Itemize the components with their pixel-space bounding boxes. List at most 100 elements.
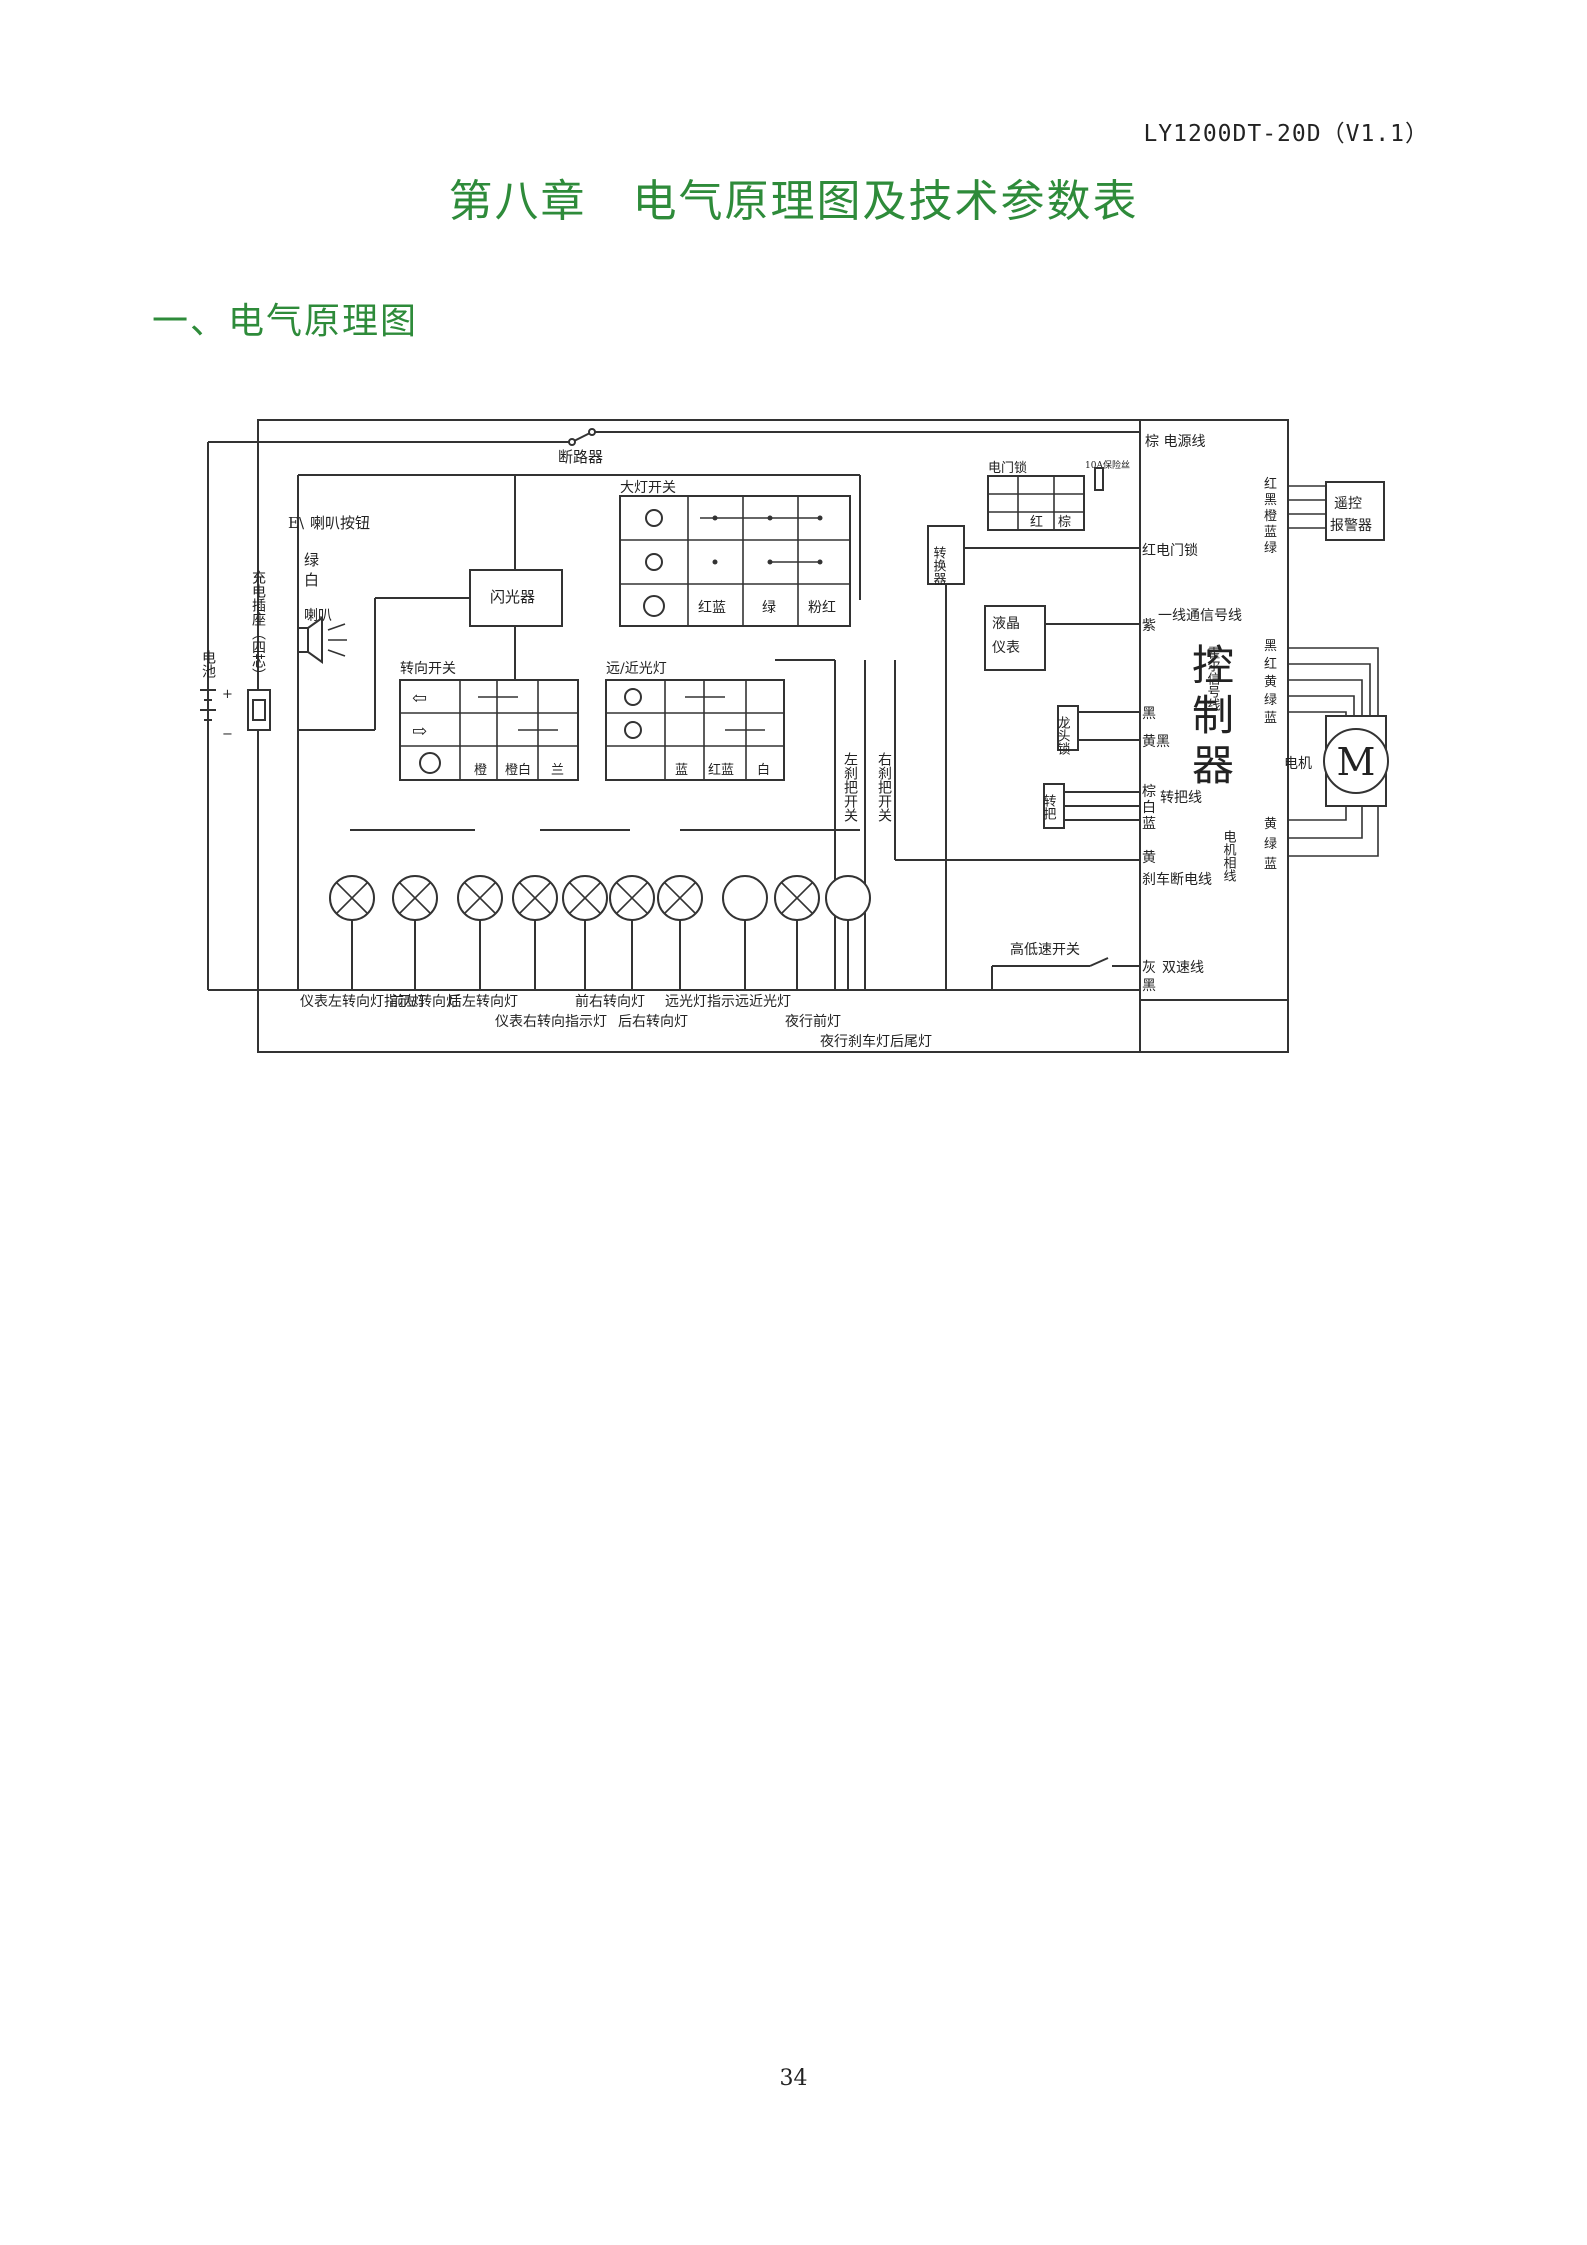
headlight-switch-label: 大灯开关	[620, 480, 676, 496]
handlebar-lock: 龙头锁	[1055, 705, 1140, 755]
horn-wire-green: 绿	[304, 551, 319, 569]
lock-label: 龙头锁	[1055, 716, 1071, 755]
ctrl-lock-1: 黑	[1142, 706, 1156, 722]
motor-symbol: M	[1337, 740, 1376, 784]
turn-off-icon	[419, 752, 441, 774]
ctrl-brake-color: 黄	[1142, 849, 1156, 866]
beam-switch: 远/近光灯 蓝 红蓝 白	[605, 661, 785, 781]
converter: 转换器	[927, 525, 1140, 990]
ctrl-brake-line: 刹车断电线	[1142, 871, 1212, 888]
lamp-labels: 仪表左转向灯指示灯 前左转向灯 后左转向灯 仪表右转向指示灯 前右转向灯 后右转…	[300, 993, 932, 1050]
lcd-label: 液晶	[992, 616, 1020, 632]
beam-switch-label: 远/近光灯	[606, 661, 667, 677]
turn-switch: 转向开关 ⇦ ⇨ 橙 橙白 兰	[399, 661, 579, 781]
chapter-title: 第八章 电气原理图及技术参数表	[448, 176, 1139, 227]
position-light-icon	[645, 553, 663, 571]
lamp-label-1: 仪表左转向灯指示灯	[300, 994, 426, 1010]
throttle: 转把	[1041, 783, 1140, 829]
converter-label: 转换器	[931, 546, 947, 586]
phase-color-2: 绿	[1264, 837, 1277, 852]
phase-color-1: 黄	[1264, 817, 1277, 832]
hall-color-1: 黑	[1264, 639, 1277, 654]
lamp-label-8: 远近光灯	[735, 994, 791, 1010]
lcd-meter: 液晶 仪表	[984, 605, 1140, 671]
motor: 黑 红 黄 绿 蓝 M 电机 黄 绿 蓝	[1264, 639, 1389, 872]
alarm-wire-2: 黑	[1264, 493, 1277, 508]
fuse-label: 10A保险丝	[1085, 459, 1130, 471]
headlight-wire-1: 红蓝	[698, 600, 726, 616]
headlight-wire-2: 绿	[762, 600, 776, 616]
beam-wire-3: 白	[757, 762, 770, 778]
phase-color-3: 蓝	[1264, 857, 1277, 872]
lamps	[329, 829, 871, 990]
horn-button-label: 喇叭按钮	[310, 514, 370, 532]
headlight-wire-3: 粉红	[808, 600, 836, 616]
ctrl-throttle-3: 蓝	[1142, 816, 1156, 832]
controller-char-2: 制	[1192, 691, 1234, 740]
motor-label: 电机	[1284, 756, 1312, 772]
hall-label: 霍尔信号线	[1205, 646, 1221, 711]
door-lock-wire-1: 红	[1030, 514, 1043, 530]
alarm: 遥控 报警器 红 黑 橙 蓝 绿	[1264, 476, 1385, 556]
hall-color-5: 蓝	[1264, 711, 1277, 726]
lamp-label-4: 仪表右转向指示灯	[495, 1014, 607, 1030]
hall-color-4: 绿	[1264, 693, 1277, 708]
alarm-wire-5: 绿	[1264, 541, 1277, 556]
alarm-wire-3: 橙	[1264, 509, 1277, 524]
controller-char-1: 控	[1192, 641, 1234, 690]
fuse-icon	[1094, 467, 1104, 491]
ctrl-throttle-1: 棕	[1142, 784, 1156, 800]
horn-wire-white: 白	[304, 571, 319, 589]
lamp-label-5: 前右转向灯	[575, 993, 645, 1010]
horn-label: 喇叭	[304, 608, 332, 624]
alarm-label-2: 报警器	[1330, 518, 1372, 534]
flasher-label: 闪光器	[490, 588, 535, 606]
battery-plus: +	[222, 687, 233, 702]
alarm-wire-1: 红	[1264, 476, 1277, 492]
breaker: 断路器	[558, 428, 603, 466]
power-source: 充电插座（四芯） 电池 + −	[200, 570, 271, 742]
motor-icon	[1323, 728, 1389, 794]
turn-wire-1: 橙	[474, 763, 487, 778]
alarm-label-1: 遥控	[1334, 496, 1362, 512]
door-lock-label: 电门锁	[988, 460, 1027, 476]
speed-switch: 高低速开关	[991, 941, 1140, 990]
headlight-switch: 大灯开关 红蓝 绿 粉红	[619, 480, 851, 627]
speed-switch-label: 高低速开关	[1010, 941, 1080, 958]
brake-switches: 左刹把开关 右刹把开关	[775, 659, 1140, 990]
headlight-icon	[645, 509, 663, 527]
lamp-label-7: 远光灯指示	[665, 994, 735, 1010]
turn-switch-label: 转向开关	[400, 661, 456, 677]
ctrl-comm-color: 紫	[1142, 618, 1156, 634]
lcd-label-2: 仪表	[992, 640, 1020, 656]
battery-label: 电池	[200, 650, 216, 678]
section-title: 一、电气原理图	[152, 301, 419, 342]
lamp-label-6: 后右转向灯	[618, 1014, 688, 1030]
alarm-wire-4: 蓝	[1264, 525, 1277, 540]
phase-label: 电机相线	[1221, 830, 1237, 882]
controller: 控 制 器 棕 电源线 红电门锁 紫 一线通信号线 黑 黄黑 棕 白 蓝 转把线…	[1139, 419, 1289, 1001]
door-lock: 电门锁 红 棕 10A保险丝	[987, 459, 1130, 531]
ctrl-speed-line: 双速线	[1162, 960, 1204, 976]
battery-icon: + −	[200, 687, 233, 742]
right-brake-label: 右刹把开关	[876, 752, 892, 822]
beam-wire-2: 红蓝	[708, 762, 734, 778]
door-lock-wire-2: 棕	[1058, 515, 1071, 530]
ctrl-throttle-2: 白	[1142, 800, 1156, 816]
turn-left-icon: ⇦	[412, 688, 427, 709]
lamp-label-2: 前左转向灯	[390, 993, 460, 1010]
off-icon	[643, 595, 665, 617]
page-number: 34	[779, 2066, 808, 2091]
flasher: 闪光器	[469, 475, 563, 680]
lamp-label-10: 夜行刹车灯后尾灯	[820, 1033, 932, 1050]
horn-button-symbol: E\	[288, 514, 305, 532]
horn-icon	[297, 627, 309, 653]
turn-wire-2: 橙白	[505, 762, 531, 778]
horn-circuit: E\ 喇叭按钮 绿 白 喇叭	[288, 514, 470, 731]
high-beam-icon	[624, 688, 642, 706]
left-brake-label: 左刹把开关	[842, 752, 858, 822]
hall-color-2: 红	[1264, 656, 1277, 672]
ctrl-speed-1: 灰	[1142, 960, 1156, 976]
ctrl-power: 棕 电源线	[1145, 434, 1205, 450]
